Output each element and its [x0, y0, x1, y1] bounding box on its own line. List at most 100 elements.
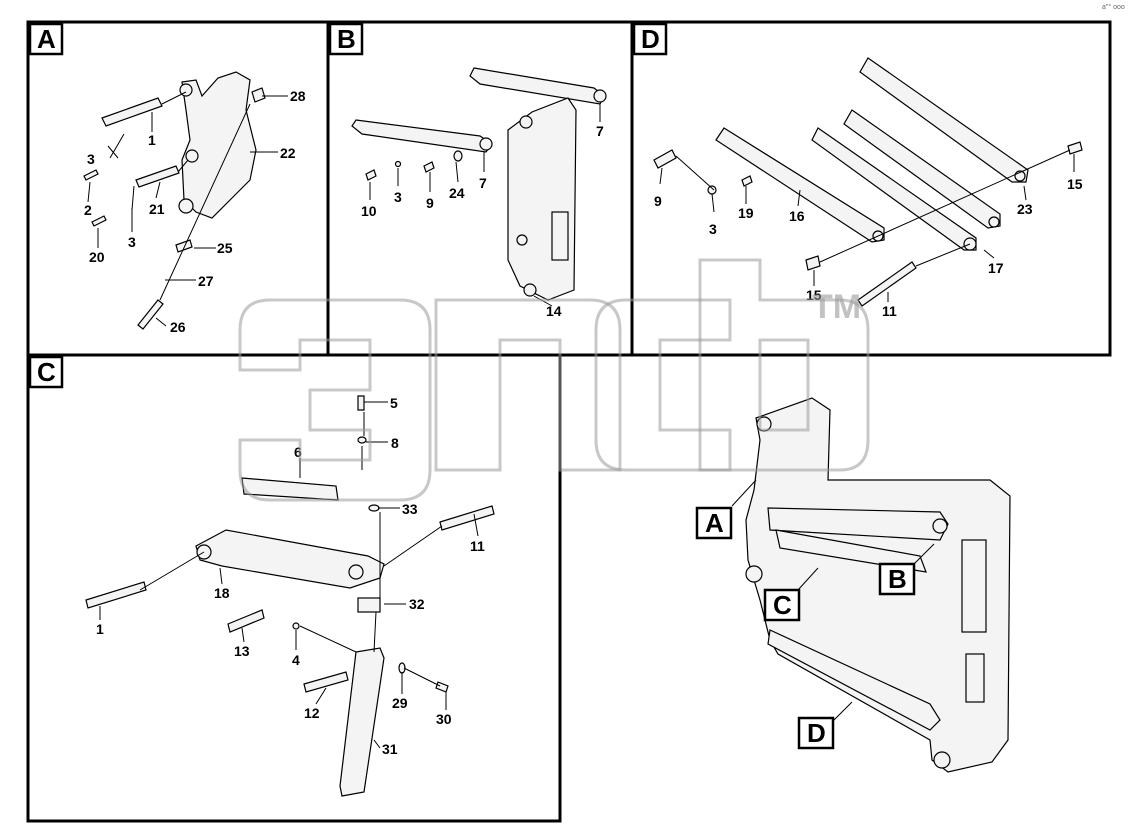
corner-mark: a"° ooo: [1102, 3, 1125, 11]
panel-d-callout: 16: [789, 208, 805, 224]
panel-b-upper-link-eye: [593, 89, 607, 103]
overview-pivot-d: [933, 751, 951, 769]
panel-a-callout: 25: [217, 240, 233, 256]
panel-d-letter-box: [632, 22, 668, 56]
panel-b-bolt-10: [365, 169, 377, 181]
panel-b-callout: 7: [596, 123, 604, 139]
panel-a-pin-1: [101, 97, 163, 127]
panel-b-letter-box: [328, 22, 364, 56]
panel-b-bolt-9: [423, 161, 435, 173]
panel-b-callout: 7: [479, 175, 487, 191]
panel-c-callout: 32: [409, 596, 425, 612]
panel-a-callout: 26: [170, 319, 186, 335]
panel-a-pin-26: [137, 299, 164, 330]
overview-frame: [745, 397, 1011, 773]
panel-d-callout: 11: [882, 303, 897, 319]
overview-assembly: A B C D: [695, 397, 1011, 773]
overview-label-a-box: [695, 506, 733, 540]
overview-slot: [965, 653, 985, 703]
panel-a-pin-21: [135, 165, 180, 188]
watermark: TM: [238, 258, 870, 502]
panel-c-callout: 1: [96, 621, 104, 637]
panel-c-bolt-30: [435, 681, 449, 693]
panel-c-washer-33: [368, 504, 380, 512]
panel-a-bracket-eye-mid: [185, 149, 199, 163]
panel-a-letter-box: [28, 22, 64, 56]
panel-c-callout: 12: [304, 705, 320, 721]
panel-c-pin-12: [303, 671, 349, 693]
overview-pivot-b: [932, 518, 948, 534]
overview-side-plate: [961, 539, 987, 633]
panel-d-leaders: [659, 149, 1075, 302]
panel-b-callout: 3: [394, 189, 402, 205]
overview-label-d-box: [797, 716, 835, 750]
panel-a-frame: [26, 20, 330, 357]
panel-c-callout: 18: [214, 585, 230, 601]
panel-b-leaders: [369, 104, 601, 307]
panel-a-letter: A: [37, 24, 56, 54]
watermark-text: TM: [812, 288, 861, 326]
panel-a-callout: 2: [84, 202, 92, 218]
overview-leaders: [731, 479, 935, 723]
panel-b-vertical-plate: [507, 97, 577, 301]
watermark-glyph-2: [434, 298, 622, 472]
panel-c: C 5 8 6 33 11 18 1 32 13 4 29 30: [26, 353, 562, 823]
panel-a-callout: 1: [148, 132, 156, 148]
panel-b-callout: 14: [546, 303, 562, 319]
panel-c-pin-1: [85, 581, 147, 609]
panel-a-callout: 22: [280, 145, 296, 161]
panel-d-washer-3: [707, 185, 717, 195]
panel-c-callout: 30: [436, 711, 452, 727]
panel-a-bracket-eye-bottom: [178, 198, 194, 214]
panel-d-bolt-19: [741, 175, 753, 187]
panel-a: A 1 2 3 3 20 21 22 25 26 27 28: [26, 20, 330, 357]
panel-d-pin-15-top: [1067, 141, 1083, 155]
panel-b-callout: 24: [449, 185, 465, 201]
panel-c-pin-11: [439, 505, 495, 531]
panel-a-bracket: [181, 71, 257, 219]
overview-label-d: D: [807, 718, 826, 748]
panel-c-callout: 8: [391, 435, 399, 451]
panel-c-bolt-5: [357, 395, 365, 411]
panel-d-upper-link: [859, 57, 1029, 183]
panel-b-callout: 10: [361, 203, 377, 219]
panel-c-callout: 31: [382, 741, 398, 757]
panel-d-callout: 17: [988, 260, 1004, 276]
panel-c-pin-13: [227, 609, 265, 633]
panel-b-plate-slot: [551, 211, 569, 261]
panel-c-leaders: [99, 401, 479, 749]
panel-b-plate-eye-top: [519, 115, 533, 129]
watermark-glyph-1: [238, 298, 432, 502]
panel-c-washer-8: [357, 436, 367, 444]
panel-c-callout: 5: [390, 395, 398, 411]
panel-d-callout: 9: [654, 193, 662, 209]
watermark-glyph-3: [594, 298, 732, 472]
panel-a-bolt-20: [91, 215, 107, 227]
panel-c-letter-box: [28, 355, 64, 389]
panel-b-letter: B: [337, 24, 356, 54]
overview-middle-beam: [775, 529, 927, 573]
watermark-glyph-4: [698, 258, 870, 472]
panel-c-letter: C: [37, 357, 56, 387]
panel-b-plate-eye-bottom: [523, 283, 537, 297]
overview-label-a: A: [705, 508, 724, 538]
panel-d-lower-link: [715, 127, 885, 243]
overview-lower-beam: [767, 629, 941, 731]
panel-a-pin-28: [251, 87, 266, 103]
panel-b: B 10 3 9 24 7 7 14: [326, 20, 634, 357]
panel-c-arm-eye-right: [348, 564, 364, 580]
panel-a-callout: 28: [290, 88, 306, 104]
panel-a-callout: 3: [128, 234, 136, 250]
panel-b-upper-link: [469, 67, 605, 105]
panel-b-lower-link-eye: [479, 137, 493, 151]
panel-d-frame: [630, 20, 1112, 357]
panel-c-callout: 33: [402, 501, 418, 517]
panel-d-pin-15-bottom: [805, 255, 821, 271]
panel-d-middle-link-eye: [988, 216, 1000, 228]
panel-b-washer-24: [453, 150, 463, 162]
panel-d: D 9 3 19 16 23 15 15 11 17: [630, 20, 1112, 357]
panel-a-callout: 27: [198, 273, 214, 289]
panel-d-callout: 23: [1017, 201, 1033, 217]
panel-d-pin-11: [857, 261, 917, 307]
overview-label-b-box: [878, 562, 916, 596]
